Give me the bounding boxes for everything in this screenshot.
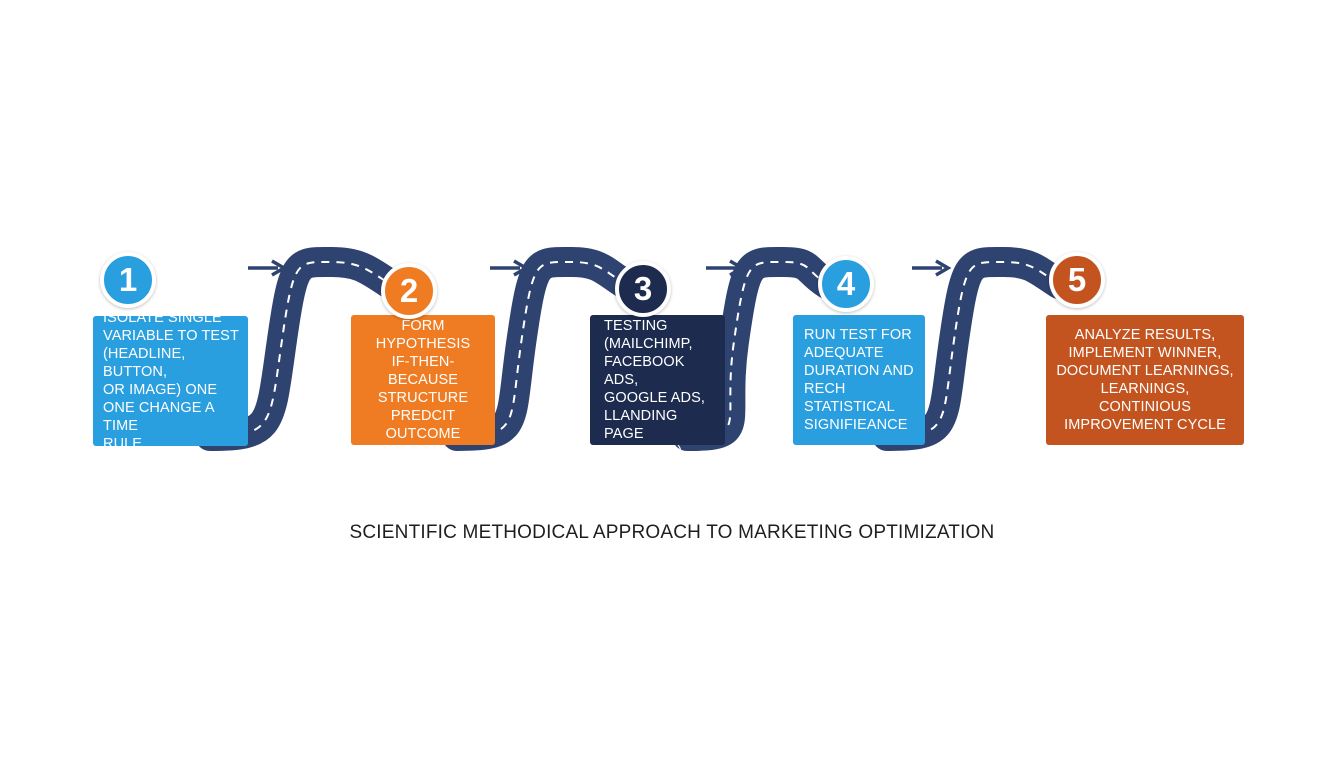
step-1-box: ISOLATE SINGLE VARIABLE TO TEST (HEADLIN… bbox=[93, 310, 248, 452]
step-4-number: 4 bbox=[836, 265, 856, 302]
arrow-icon-1 bbox=[248, 259, 288, 277]
step-2-box: FORM HYPOTHESIS IF-THEN-BECAUSE STRUCTUR… bbox=[351, 315, 495, 445]
step-5-badge: 5 bbox=[1049, 252, 1105, 308]
step-5-number: 5 bbox=[1067, 261, 1087, 298]
arrow-icon-4 bbox=[912, 259, 952, 277]
step-3-badge: 3 bbox=[615, 261, 671, 317]
step-4-text: RUN TEST FOR ADEQUATE DURATION AND REСH … bbox=[804, 327, 914, 433]
road-center-line-2 bbox=[456, 260, 626, 437]
diagram-caption: SCIENTIFIC METHODICAL APPROACH TO MARKET… bbox=[349, 522, 995, 543]
road-segments bbox=[195, 246, 1074, 451]
step-2-badge: 2 bbox=[381, 263, 437, 319]
step-4-box: RUN TEST FOR ADEQUATE DURATION AND REСH … bbox=[793, 315, 925, 445]
step-3-text: CHOOSE TESTING (MAILCHIMP, FACEBOOK ADS,… bbox=[604, 300, 706, 460]
arrow-icon-3 bbox=[706, 259, 746, 277]
step-1-badge: 1 bbox=[100, 252, 156, 308]
arrow-icon-2 bbox=[490, 259, 530, 277]
step-1-number: 1 bbox=[118, 261, 138, 298]
step-2-number: 2 bbox=[399, 272, 419, 309]
step-2-text: FORM HYPOTHESIS IF-THEN-BECAUSE STRUCTUR… bbox=[375, 318, 471, 442]
road-center-line-4 bbox=[886, 260, 1060, 437]
step-4-badge: 4 bbox=[818, 256, 874, 312]
flow-arrows bbox=[248, 259, 952, 277]
road-center-line-1 bbox=[209, 260, 391, 437]
step-3-box: CHOOSE TESTING (MAILCHIMP, FACEBOOK ADS,… bbox=[590, 300, 725, 460]
road-center-line-3 bbox=[686, 260, 828, 437]
step-5-text: ANALYZE RESULTS, IMPLEMENT WINNER, DOCUM… bbox=[1056, 327, 1234, 433]
step-3-number: 3 bbox=[633, 270, 653, 307]
step-1-text: ISOLATE SINGLE VARIABLE TO TEST (HEADLIN… bbox=[103, 310, 239, 452]
step-5-box: ANALYZE RESULTS, IMPLEMENT WINNER, DOCUM… bbox=[1046, 315, 1244, 445]
